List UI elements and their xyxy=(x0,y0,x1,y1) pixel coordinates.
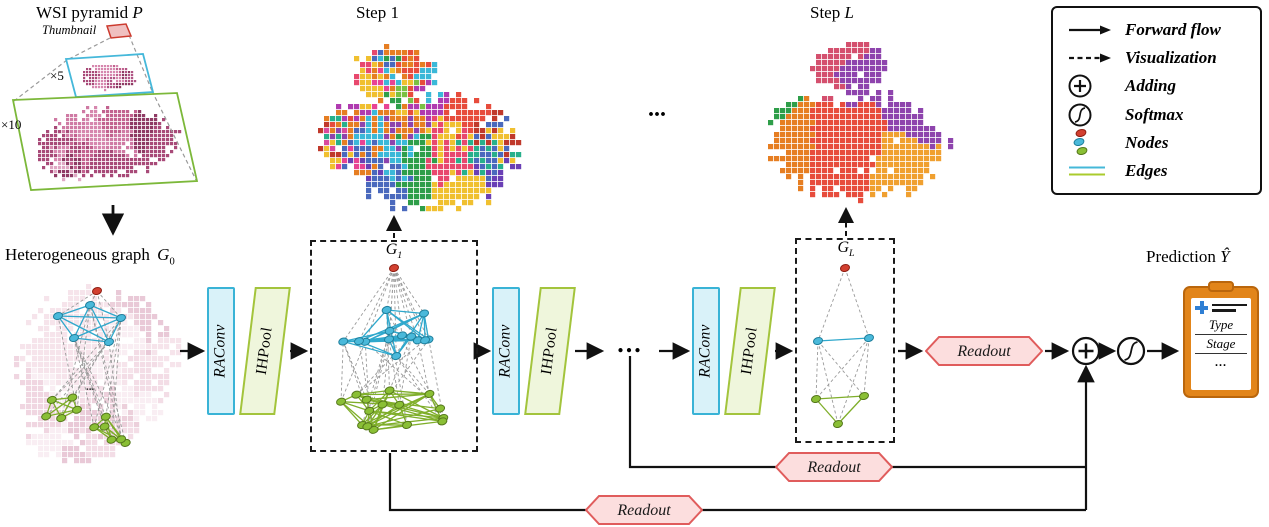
clipboard-page: Type Stage ... xyxy=(1191,298,1251,390)
readout-label: Readout xyxy=(956,343,1011,360)
nodes-icon xyxy=(1067,128,1115,158)
gL-label: GL xyxy=(837,239,855,260)
ihpool-label: IHPool xyxy=(738,327,761,375)
clipboard-clip xyxy=(1208,281,1234,292)
graph-gL xyxy=(811,263,874,429)
ellipsis-top: ... xyxy=(648,96,666,122)
prediction-title: Prediction Ŷ xyxy=(1146,247,1230,266)
g0-tissue-background xyxy=(14,284,182,464)
g1-dashed-box xyxy=(310,240,478,452)
ihpool-label: IHPool xyxy=(253,327,276,375)
text-lines-icon xyxy=(1212,303,1247,312)
ellipsis-flow: ... xyxy=(617,329,643,358)
gL-dashed-box xyxy=(795,238,895,443)
prediction-more-row: ... xyxy=(1215,354,1227,369)
g1-label: G1 xyxy=(385,241,403,262)
stepL-title: Step L xyxy=(810,3,854,22)
legend-label: Adding xyxy=(1125,76,1177,96)
legend-label: Softmax xyxy=(1125,104,1184,124)
adding-icon xyxy=(1067,73,1115,99)
legend-row-edges: Edges xyxy=(1067,158,1250,184)
prediction-stage-row: Stage xyxy=(1195,336,1247,354)
heterogeneous-graph-g0: ... xyxy=(41,286,131,447)
legend-row-visualization: Visualization xyxy=(1067,45,1250,71)
wsi-pyramid-title: WSI pyramid P xyxy=(36,3,143,22)
readout-label: Readout xyxy=(616,502,671,519)
ihpool-label: IHPool xyxy=(538,327,561,375)
readout-block-1: Readout xyxy=(924,336,1044,366)
prediction-type-row: Type xyxy=(1195,317,1247,335)
svg-text:...: ... xyxy=(86,381,95,393)
legend-label: Visualization xyxy=(1125,48,1217,68)
x5-region-outline xyxy=(64,53,155,98)
step1-visualization xyxy=(318,44,522,212)
raconv-block-2: RAConv xyxy=(492,287,520,415)
raconv-label: RAConv xyxy=(497,324,514,378)
raconv-block-3: RAConv xyxy=(692,287,720,415)
legend-row-softmax: Softmax xyxy=(1067,102,1250,128)
raconv-label: RAConv xyxy=(212,324,229,378)
raconv-label: RAConv xyxy=(697,324,714,378)
zoom-x10-label: ×10 xyxy=(1,117,22,132)
x10-region-outline xyxy=(11,92,199,191)
edges-icon xyxy=(1067,163,1115,179)
softmax-icon xyxy=(1067,102,1115,128)
readout-block-3: Readout xyxy=(584,495,704,525)
zoom-x5-label: ×5 xyxy=(50,68,64,83)
legend-row-nodes: Nodes xyxy=(1067,128,1250,158)
readout-block-2: Readout xyxy=(774,452,894,482)
visualization-arrow-icon xyxy=(1067,51,1115,65)
wsi-x10-tissue xyxy=(38,106,182,182)
prediction-clipboard: Type Stage ... xyxy=(1183,281,1259,398)
legend-label: Edges xyxy=(1125,160,1168,180)
wsi-pyramid-graphic xyxy=(11,23,199,191)
raconv-block-1: RAConv xyxy=(207,287,235,415)
stepL-visualization xyxy=(768,42,954,204)
legend-row-forward-flow: Forward flow xyxy=(1067,17,1250,43)
graph-g1 xyxy=(336,263,449,434)
graph-layer: ... xyxy=(41,263,874,447)
legend-label: Nodes xyxy=(1125,132,1169,152)
legend-row-adding: Adding xyxy=(1067,73,1250,99)
forward-flow-arrow-icon xyxy=(1067,23,1115,37)
thumbnail-label: Thumbnail xyxy=(42,23,97,37)
medical-cross-icon xyxy=(1195,301,1208,314)
readout-label: Readout xyxy=(806,459,861,476)
step1-title: Step 1 xyxy=(356,3,399,22)
legend-label: Forward flow xyxy=(1125,20,1221,39)
thumbnail-outline xyxy=(105,23,133,39)
legend-box: Forward flow Visualization Adding Softma… xyxy=(1051,6,1262,195)
heterogeneous-graph-title: Heterogeneous graph G0 xyxy=(5,245,175,268)
wsi-x5-tissue xyxy=(83,65,137,92)
